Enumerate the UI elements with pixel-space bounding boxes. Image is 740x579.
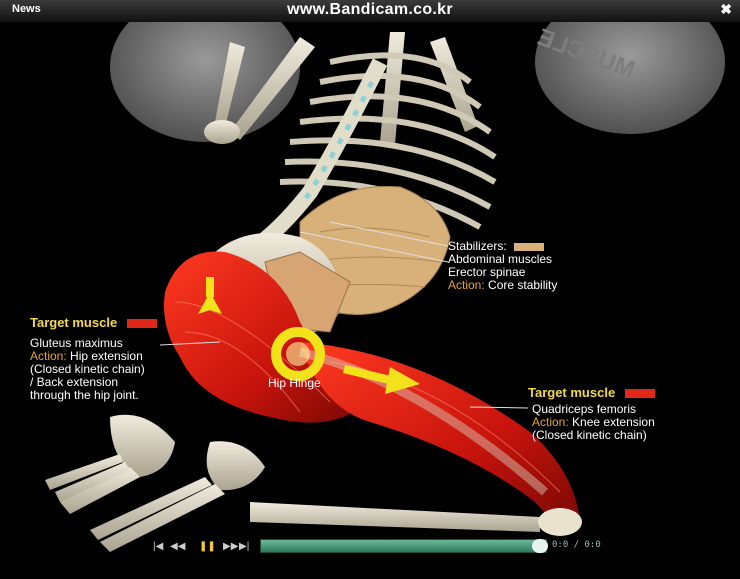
weight-plate-right: MUSCLE: [534, 22, 725, 134]
fast-forward-icon[interactable]: ▶▶: [223, 541, 239, 552]
gluteus-line-4: through the hip joint.: [30, 388, 139, 402]
skip-forward-icon[interactable]: ▶|: [239, 541, 250, 552]
hip-extension-arrow: [198, 277, 222, 314]
quadriceps-femoris: [300, 342, 580, 525]
leader-line: [469, 406, 529, 409]
stabilizers-swatch: [514, 242, 545, 251]
target-muscle-right-label: Target muscle: [528, 386, 655, 400]
knee-extension-arrow: [343, 365, 420, 394]
quadriceps-action-label: Action:: [532, 415, 569, 429]
gluteus-action-label: Action:: [30, 349, 67, 363]
target-heading-left: Target muscle: [30, 315, 118, 330]
hand-bones: [45, 414, 265, 552]
elbow-joint: [204, 120, 240, 144]
gluteus-line-2: (Closed kinetic chain): [30, 362, 145, 376]
skip-back-icon[interactable]: |◀: [153, 541, 164, 552]
hip-hinge-label: Hip Hinge: [268, 376, 321, 390]
arm-bone: [215, 42, 245, 127]
leader-line: [329, 221, 449, 247]
leader-line: [159, 341, 221, 346]
leader-line: [299, 231, 449, 263]
close-icon[interactable]: ✖: [720, 1, 732, 17]
stabilizer-action-label: Action:: [448, 278, 485, 292]
progress-slider[interactable]: [260, 539, 548, 553]
target-muscle-left-label: Target muscle: [30, 316, 157, 330]
pause-icon[interactable]: ❚❚: [199, 541, 216, 552]
quadriceps-description: Quadriceps femoris Action: Knee extensio…: [532, 403, 655, 442]
stabilizers-label: Stabilizers: Abdominal muscles Erector s…: [448, 240, 557, 292]
quadriceps-line-2: (Closed kinetic chain): [532, 428, 647, 442]
stabilizer-muscle-1: Abdominal muscles: [448, 252, 553, 266]
arm-bone: [430, 37, 478, 132]
news-tab[interactable]: News: [12, 3, 41, 15]
gluteus-line-3: / Back extension: [30, 375, 119, 389]
tibia-bone: [250, 502, 540, 532]
quadriceps-action-value: Knee extension: [572, 415, 655, 429]
stabilizer-action-value: Core stability: [488, 278, 558, 292]
gluteus-name: Gluteus maximus: [30, 336, 123, 350]
hip-hinge-icon: [271, 327, 325, 381]
target-swatch-right: [624, 389, 655, 399]
femur-bone: [298, 347, 548, 496]
target-swatch-left: [126, 319, 157, 329]
gluteus-action-value: Hip extension: [70, 349, 143, 363]
arm-bone: [230, 37, 315, 140]
gluteus-description: Gluteus maximus Action: Hip extension (C…: [30, 337, 145, 402]
time-display: 0:0 / 0:0: [552, 540, 601, 550]
knee-joint: [538, 508, 582, 536]
rewind-icon[interactable]: ◀◀: [170, 541, 186, 552]
target-heading-right: Target muscle: [528, 385, 616, 400]
stabilizers-heading: Stabilizers:: [448, 239, 507, 253]
progress-knob[interactable]: [532, 539, 548, 553]
stabilizer-muscle-2: Erector spinae: [448, 265, 526, 279]
anatomy-illustration: MUSCLE: [45, 22, 725, 552]
watermark: www.Bandicam.co.kr: [287, 1, 453, 18]
quadriceps-name: Quadriceps femoris: [532, 402, 637, 416]
video-frame: MUSCLE: [0, 22, 740, 579]
window-titlebar: News www.Bandicam.co.kr ✖: [0, 0, 740, 22]
arm-bone: [380, 32, 405, 144]
spinal-discs: [303, 80, 375, 200]
